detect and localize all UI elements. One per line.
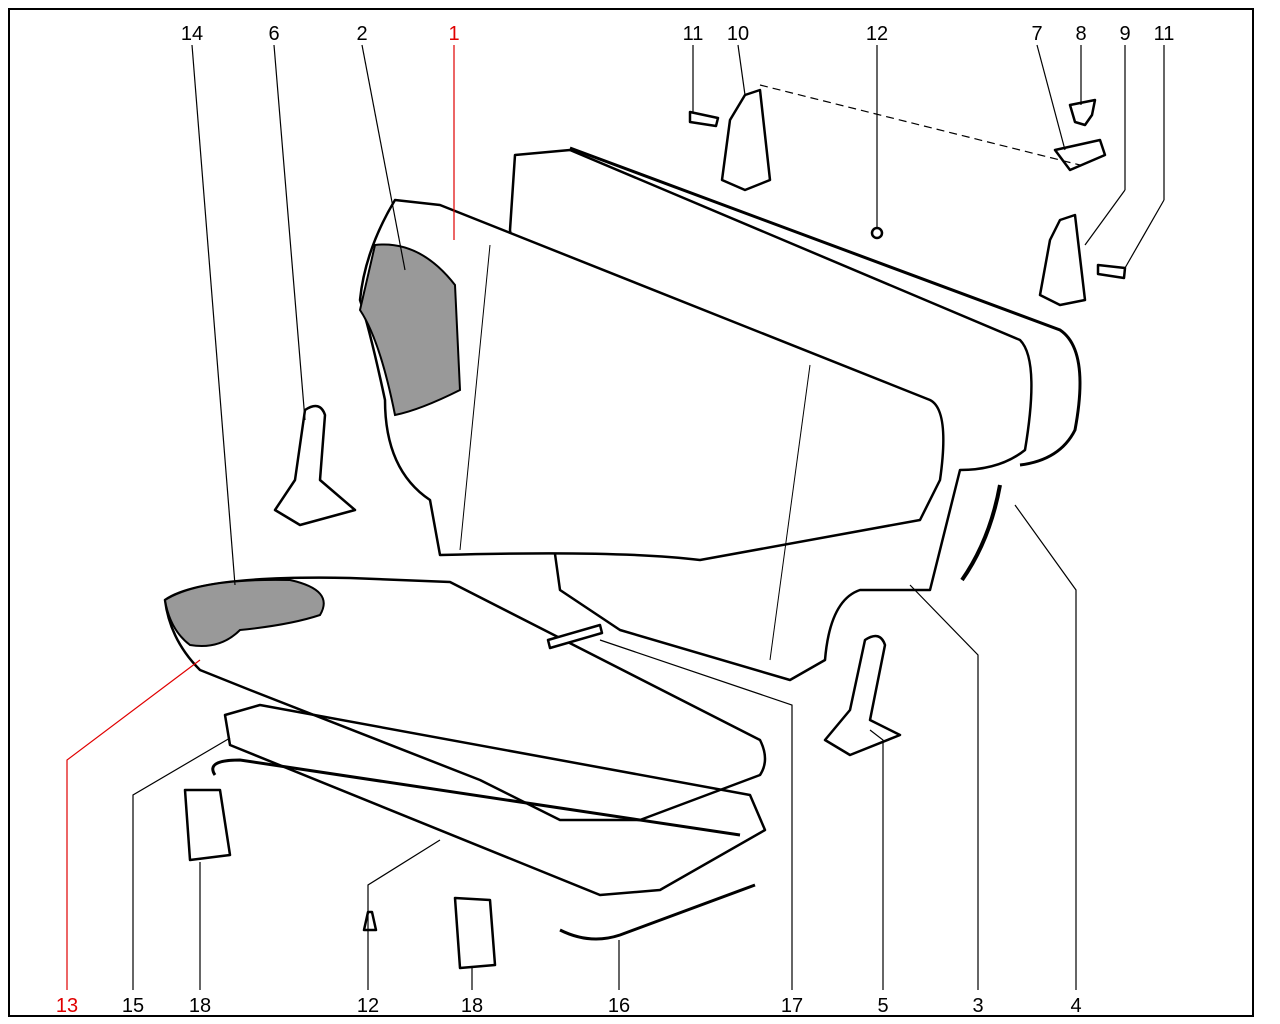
- bracket-9: [1038, 213, 1087, 307]
- callout-14: 14: [181, 23, 203, 45]
- callout-3: 3: [972, 995, 983, 1017]
- pin-17: [546, 623, 604, 650]
- screw-11-left: [688, 110, 720, 128]
- callout-17: 17: [781, 995, 803, 1017]
- hinge-left: [273, 404, 357, 527]
- callout-9: 9: [1119, 23, 1130, 45]
- callout-6: 6: [268, 23, 279, 45]
- callout-12: 12: [866, 23, 888, 45]
- cover-18-left: [183, 788, 232, 862]
- callout-12: 12: [357, 995, 379, 1017]
- screw-12-bottom: [362, 910, 378, 932]
- screw-12-top: [870, 226, 884, 240]
- seat-frame-wire: [211, 758, 741, 837]
- callout-2: 2: [356, 23, 367, 45]
- callout-4: 4: [1070, 995, 1081, 1017]
- assembly-dashline: [759, 84, 1081, 166]
- frame-rod-16: [559, 883, 756, 941]
- seat-side-foam: [163, 578, 325, 647]
- leader-lines: [66, 44, 1165, 990]
- bracket-10: [720, 88, 772, 192]
- callout-10: 10: [727, 23, 749, 45]
- seat-frame: [223, 703, 767, 897]
- callout-18: 18: [189, 995, 211, 1017]
- backrest-front-cushion: [358, 198, 945, 562]
- callout-5: 5: [877, 995, 888, 1017]
- callout-16: 16: [608, 995, 630, 1017]
- callout-1: 1: [448, 23, 459, 45]
- callout-7: 7: [1031, 23, 1042, 45]
- clip-7: [1053, 138, 1107, 172]
- cap-8: [1068, 98, 1097, 127]
- backrest-side-foam: [358, 243, 462, 417]
- callout-18: 18: [461, 995, 483, 1017]
- backrest-seam: [459, 244, 491, 551]
- diagram-border: [8, 8, 1254, 1017]
- backrest-seal: [569, 146, 1082, 467]
- callout-13: 13: [56, 995, 78, 1017]
- hinge-right: [823, 634, 902, 757]
- seal-strip: [960, 484, 1002, 582]
- callout-15: 15: [122, 995, 144, 1017]
- callout-8: 8: [1075, 23, 1086, 45]
- backrest-seam: [769, 364, 811, 661]
- screw-11-right: [1096, 263, 1127, 280]
- cover-18-right: [453, 896, 497, 970]
- callout-11: 11: [683, 23, 704, 45]
- callout-11: 11: [1154, 23, 1175, 45]
